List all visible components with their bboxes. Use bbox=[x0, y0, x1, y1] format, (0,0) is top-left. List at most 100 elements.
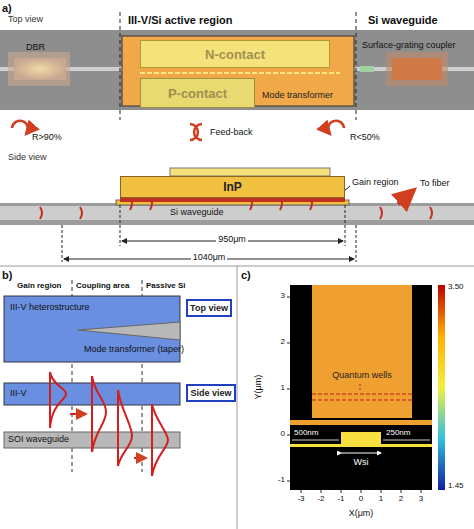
axis-label: X(μm) bbox=[349, 508, 374, 518]
tick-label: -3 bbox=[297, 494, 304, 503]
dbr bbox=[14, 58, 66, 80]
shape-part bbox=[287, 297, 290, 298]
transfer-arrow bbox=[70, 413, 86, 415]
tick-label: -1 bbox=[278, 475, 285, 484]
region-box: N-contact bbox=[140, 40, 330, 68]
part-label: SOI waveguide bbox=[8, 434, 69, 444]
reflection-arrow bbox=[328, 121, 344, 134]
region-box: P-contact bbox=[140, 78, 255, 108]
mode-transformer bbox=[140, 72, 340, 74]
transfer-arrow bbox=[134, 457, 146, 459]
dbr-glow bbox=[8, 52, 70, 86]
region-title: Si waveguide bbox=[368, 14, 438, 27]
tick-label: 0 bbox=[359, 494, 363, 503]
shape-part bbox=[381, 490, 382, 493]
quantum-well bbox=[312, 394, 412, 395]
shape-part bbox=[287, 389, 290, 390]
dim-tick bbox=[345, 205, 346, 246]
region-box: InP bbox=[120, 176, 345, 198]
view-label: Top view bbox=[8, 14, 43, 24]
shape-part bbox=[287, 343, 290, 344]
panel-divider bbox=[237, 266, 238, 529]
shape-part bbox=[421, 490, 422, 493]
dim-tick bbox=[120, 205, 121, 246]
panel-tag: b) bbox=[2, 269, 12, 282]
part-label: Mode transformer bbox=[262, 90, 333, 100]
part-label: III-V heterostructure bbox=[10, 302, 90, 312]
substrate bbox=[0, 203, 474, 225]
quantum-well bbox=[312, 400, 412, 401]
column-header: Passive Si bbox=[146, 281, 186, 290]
dim-tick bbox=[62, 225, 63, 262]
tick-label: -1 bbox=[337, 494, 344, 503]
si-waveguide-band bbox=[0, 206, 474, 220]
grating-coupler bbox=[392, 58, 442, 80]
iii-v-mesa bbox=[312, 285, 412, 418]
dim-tick bbox=[356, 225, 357, 262]
taper-shape bbox=[78, 322, 180, 340]
region-divider bbox=[120, 12, 121, 120]
shape-part bbox=[321, 490, 322, 493]
shape-part bbox=[301, 490, 302, 493]
feedback-label: Feed-back bbox=[210, 127, 253, 137]
mode-profile bbox=[152, 404, 168, 476]
reflectivity: R<50% bbox=[350, 132, 380, 142]
top-contact bbox=[170, 168, 330, 176]
shape-part bbox=[401, 490, 402, 493]
part-label: Si waveguide bbox=[170, 207, 224, 217]
part-label: DBR bbox=[26, 42, 45, 52]
tick-label: 1 bbox=[379, 494, 383, 503]
column-header: Coupling area bbox=[76, 281, 129, 290]
region-divider bbox=[356, 12, 357, 120]
part-label: III-V bbox=[10, 388, 27, 398]
region-title: III-V/Si active region bbox=[128, 14, 233, 27]
shape-part bbox=[361, 490, 362, 493]
colorbar-label: 3.50 bbox=[448, 282, 464, 291]
tick-label: 1 bbox=[281, 383, 285, 392]
axis-label: Y(μm) bbox=[253, 375, 263, 400]
dim-line bbox=[383, 440, 430, 441]
reflection-arrow bbox=[12, 121, 28, 134]
tick-label: 3 bbox=[281, 291, 285, 300]
part-label: Gain region bbox=[352, 177, 399, 187]
shape-part bbox=[287, 481, 290, 482]
dim-line bbox=[292, 440, 339, 441]
dimension: 500nm bbox=[294, 428, 318, 437]
part-label: To fiber bbox=[420, 178, 450, 188]
feedback-arrow bbox=[190, 124, 202, 140]
mode-waves bbox=[40, 196, 432, 219]
tick-label: 3 bbox=[419, 494, 423, 503]
region-label: P-contact bbox=[168, 86, 227, 101]
leader-line bbox=[360, 384, 361, 392]
ticks bbox=[287, 297, 421, 493]
part-label: Mode transformer (taper) bbox=[84, 344, 184, 354]
colorbar bbox=[438, 285, 445, 490]
colorbar-label: 1.45 bbox=[448, 481, 464, 490]
part-label: Quantum wells bbox=[332, 370, 392, 380]
dimension: 950μm bbox=[216, 234, 248, 244]
plot-area bbox=[290, 285, 432, 490]
region-label: Side view bbox=[190, 388, 231, 398]
shape-part bbox=[287, 435, 290, 436]
region-label: N-contact bbox=[205, 47, 265, 62]
tick-label: 2 bbox=[399, 494, 403, 503]
part-label: Surface-grating coupler bbox=[362, 40, 456, 50]
column-header: Gain region bbox=[17, 281, 61, 290]
region-box: Side view bbox=[186, 384, 236, 402]
region-label: Top view bbox=[190, 303, 228, 313]
shape-part bbox=[341, 490, 342, 493]
fiber-arrow bbox=[398, 190, 414, 204]
taper bbox=[360, 66, 374, 72]
dimension: Wsi bbox=[354, 457, 369, 467]
si-slab bbox=[290, 444, 432, 447]
mode-profile bbox=[50, 372, 66, 428]
coupler-glow bbox=[386, 52, 448, 86]
tick-label: -2 bbox=[317, 494, 324, 503]
mode-profile bbox=[118, 390, 132, 466]
region-label: InP bbox=[223, 180, 242, 194]
bonding-layer bbox=[290, 420, 432, 425]
reflectivity: R>90% bbox=[32, 132, 62, 142]
mode-profile bbox=[92, 376, 106, 452]
region-box: Top view bbox=[186, 299, 232, 317]
